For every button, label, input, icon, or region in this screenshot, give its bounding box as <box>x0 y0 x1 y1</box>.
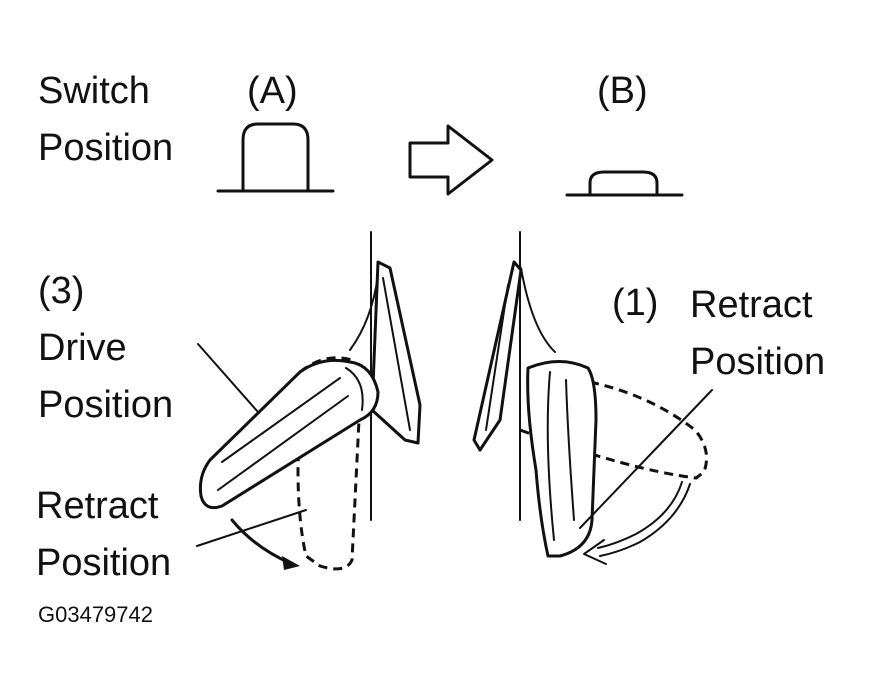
right-mirror-retract-position <box>472 231 713 565</box>
switch-a-raised-shape <box>216 122 335 193</box>
retract-right-line-2: Position <box>690 341 826 383</box>
retract-left-line-2: Position <box>36 542 172 584</box>
retract-left-line-1: Retract <box>36 485 159 527</box>
switch-position-line-2: Position <box>38 127 174 169</box>
switch-a-label: (A) <box>247 70 298 112</box>
switch-position-line-1: Switch <box>38 70 150 112</box>
switch-position-label: Switch Position <box>38 63 173 177</box>
switch-b-label: (B) <box>597 70 648 112</box>
item-3-label: (3) <box>38 270 85 312</box>
left-mirror-drive-position <box>196 231 422 571</box>
transition-arrow-icon <box>408 124 494 196</box>
retract-position-right-label: Retract Position <box>690 277 825 391</box>
retract-right-line-1: Retract <box>690 284 813 326</box>
drive-position-line-2: Position <box>38 384 174 426</box>
item-1-label: (1) <box>612 282 659 324</box>
drive-position-label: Drive Position <box>38 320 173 434</box>
switch-b-lowered-shape <box>565 170 684 197</box>
figure-code: G03479742 <box>38 602 153 627</box>
drive-position-line-1: Drive <box>38 327 127 369</box>
retract-position-left-label: Retract Position <box>36 478 171 592</box>
